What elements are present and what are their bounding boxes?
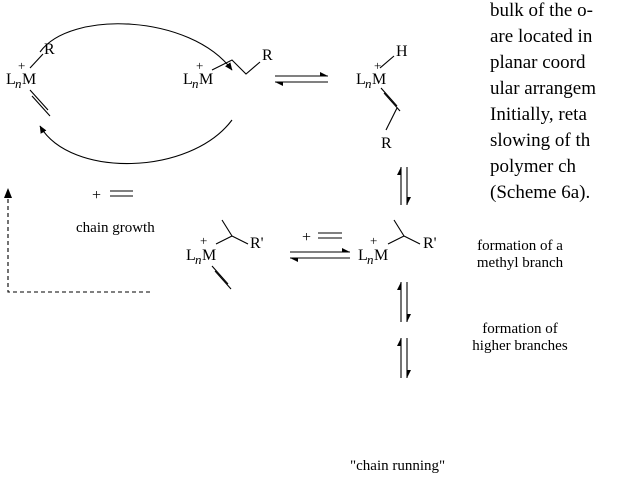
higher-branches-line-2: higher branches: [472, 338, 568, 354]
plus-charge-5: +: [200, 233, 207, 248]
text-line-3: planar coord: [490, 52, 586, 73]
metal-label-M-3: M: [372, 71, 386, 88]
curve-arrow-top: [39, 23, 233, 71]
species-branched-alkyl: + L n M R': [358, 219, 437, 267]
label-chain-growth: chain growth: [76, 220, 155, 236]
substituent-R: R: [44, 41, 55, 58]
text-line-4: ular arrangem: [490, 78, 596, 99]
label-chain-running: "chain running": [350, 458, 445, 474]
ethylene-plus: +: [92, 187, 101, 204]
metal-label-L-2: L: [183, 71, 193, 88]
species-branched-olefin: + L n M R': [186, 219, 264, 290]
metal-label-M-2: M: [199, 71, 213, 88]
substituent-R-prime-5: R': [250, 235, 264, 252]
methyl-branch-line-2: methyl branch: [477, 255, 564, 271]
higher-branches-line-1: formation of: [482, 321, 557, 337]
metal-label-L-4: L: [358, 247, 368, 264]
metal-label-L-5: L: [186, 247, 196, 264]
ethylene-addition-2: +: [302, 229, 342, 246]
metal-label-M: M: [22, 71, 36, 88]
plus-charge-3: +: [374, 58, 381, 73]
equilibrium-arrows-vertical-1: [397, 167, 411, 205]
metal-label-L: L: [6, 71, 16, 88]
substituent-R-3: R: [381, 135, 392, 152]
curve-arrow-bottom: [39, 119, 233, 165]
text-line-8: (Scheme 6a).: [490, 182, 590, 203]
caption-methyl-branch: formation of a methyl branch: [477, 238, 564, 271]
plus-charge: +: [18, 58, 25, 73]
metal-label-n-3: n: [365, 76, 372, 91]
dashed-return-arrow: [4, 188, 150, 293]
equilibrium-arrows-2: [290, 248, 350, 262]
text-line-5: Initially, reta: [490, 104, 587, 125]
body-text-fragment: bulk of the o- are located in planar coo…: [490, 0, 596, 203]
text-line-6: slowing of th: [490, 130, 591, 151]
species-olefin-complex: + L n M R: [6, 41, 55, 117]
metal-label-M-4: M: [374, 247, 388, 264]
metal-label-n-5: n: [195, 252, 202, 267]
substituent-H: H: [396, 43, 408, 60]
species-hydride-olefin: + L n M H R: [356, 43, 408, 152]
metal-label-n: n: [15, 76, 22, 91]
methyl-branch-line-1: formation of a: [477, 238, 563, 254]
equilibrium-arrows-vertical-2: [397, 282, 411, 322]
text-line-2: are located in: [490, 26, 593, 47]
caption-higher-branches: formation of higher branches: [472, 321, 568, 354]
ethylene-plus-2: +: [302, 229, 311, 246]
plus-charge-4: +: [370, 233, 377, 248]
equilibrium-arrows-1: [275, 72, 328, 86]
metal-label-M-5: M: [202, 247, 216, 264]
metal-label-n-2: n: [192, 76, 199, 91]
text-line-7: polymer ch: [490, 156, 577, 177]
metal-label-L-3: L: [356, 71, 366, 88]
species-alkyl: + L n M R: [183, 47, 273, 91]
substituent-R-2: R: [262, 47, 273, 64]
equilibrium-arrows-vertical-3: [397, 338, 411, 378]
text-line-1: bulk of the o-: [490, 0, 593, 21]
ethylene-addition: +: [92, 187, 133, 204]
metal-label-n-4: n: [367, 252, 374, 267]
substituent-R-prime-4: R': [423, 235, 437, 252]
plus-charge-2: +: [196, 58, 203, 73]
